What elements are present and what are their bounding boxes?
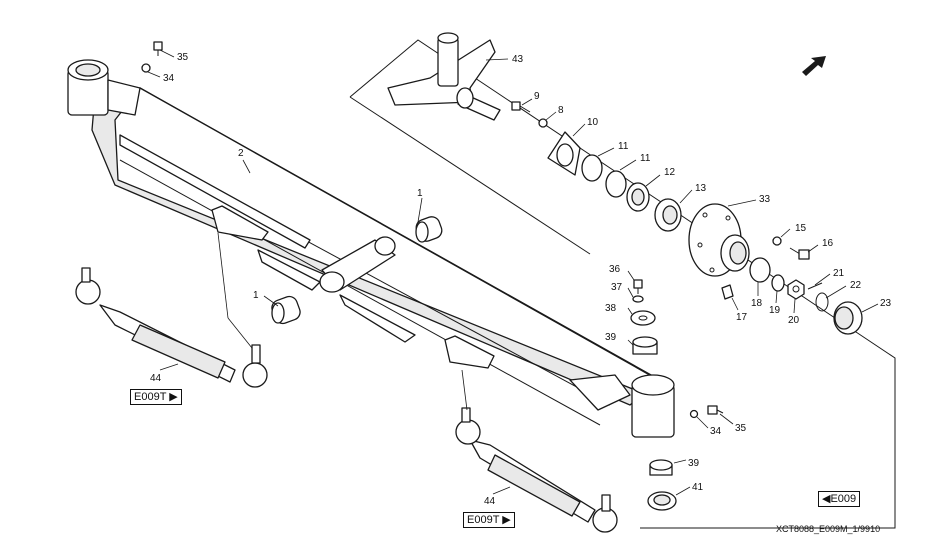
- bushing-upper: [415, 216, 443, 243]
- hub-assembly-frame: [349, 39, 896, 529]
- washer-34-upper: [141, 63, 151, 73]
- washer-37: [632, 295, 644, 303]
- wheel-hub-33: [688, 203, 750, 277]
- bushing-lower: [271, 295, 301, 325]
- label-20: 20: [788, 315, 800, 326]
- label-34-upper: 34: [163, 73, 175, 84]
- bearing-12: [626, 182, 650, 212]
- label-39-upper: 39: [605, 332, 617, 343]
- drawing-code: XCT8088_E009M_1/9910: [776, 524, 881, 534]
- hub-frame-left-edge: [349, 96, 591, 255]
- direction-arrow-icon: [802, 56, 826, 76]
- label-11-a: 11: [618, 141, 629, 152]
- bolt-35-upper: [153, 41, 163, 56]
- label-16: 16: [822, 238, 834, 249]
- leader-lines: [147, 49, 879, 496]
- bolt-16: [789, 247, 810, 260]
- thrust-washer-38: [630, 310, 656, 326]
- tie-rod-left: [75, 267, 268, 388]
- label-13: 13: [695, 183, 707, 194]
- label-15: 15: [795, 223, 807, 234]
- tie-rod-bottom: [455, 407, 618, 533]
- label-44-left: 44: [150, 373, 162, 384]
- bushing-39-upper: [632, 336, 658, 355]
- washer-15: [772, 236, 782, 246]
- label-18: 18: [751, 298, 763, 309]
- castle-nut-20: [787, 279, 805, 300]
- washer-19: [771, 274, 785, 292]
- bolt-9: [511, 101, 531, 113]
- bushing-39-lower: [649, 459, 673, 476]
- bearing-13: [654, 198, 682, 232]
- bolt-35-lower: [707, 405, 724, 415]
- seal-ring-11a: [581, 154, 603, 182]
- steering-knuckle: [387, 32, 501, 121]
- seal-41: [647, 491, 677, 511]
- seal-ring-11b: [605, 170, 627, 198]
- axle-beam: [67, 59, 675, 438]
- label-33: 33: [759, 194, 771, 205]
- label-12: 12: [664, 167, 676, 178]
- label-17: 17: [736, 312, 748, 323]
- label-21: 21: [833, 268, 845, 279]
- label-43: 43: [512, 54, 524, 65]
- washer-8: [538, 118, 548, 128]
- label-1-upper: 1: [417, 188, 423, 199]
- hub-cap-23: [833, 301, 863, 335]
- o-ring-22: [815, 292, 829, 312]
- label-38: 38: [605, 303, 617, 314]
- label-41: 41: [692, 482, 704, 493]
- previous-page-link[interactable]: ◀E009: [818, 491, 861, 507]
- label-23: 23: [880, 298, 892, 309]
- label-35-lower: 35: [735, 423, 747, 434]
- label-37: 37: [611, 282, 623, 293]
- label-11-b: 11: [640, 153, 651, 164]
- label-36: 36: [609, 264, 621, 275]
- reference-link-bottom[interactable]: E009T ▶: [463, 512, 515, 528]
- label-22: 22: [850, 280, 862, 291]
- label-39-lower: 39: [688, 458, 700, 469]
- label-19: 19: [769, 305, 781, 316]
- seal-18: [749, 257, 771, 283]
- label-1-lower: 1: [253, 290, 259, 301]
- part-number-labels: 1 1 2 35 34 43 9 8 10 11 11 12 13 33 15 …: [150, 52, 892, 507]
- label-9: 9: [534, 91, 540, 102]
- cotter-pin-21: [807, 282, 823, 290]
- label-44-bottom: 44: [484, 496, 496, 507]
- bolt-36: [633, 279, 643, 294]
- reference-link-left[interactable]: E009T ▶: [130, 389, 182, 405]
- label-10: 10: [587, 117, 599, 128]
- label-8: 8: [558, 105, 564, 116]
- label-34-lower: 34: [710, 426, 722, 437]
- label-2: 2: [238, 148, 244, 159]
- label-35-upper: 35: [177, 52, 189, 63]
- washer-34-lower: [689, 409, 699, 419]
- wheel-stud-17: [721, 284, 734, 300]
